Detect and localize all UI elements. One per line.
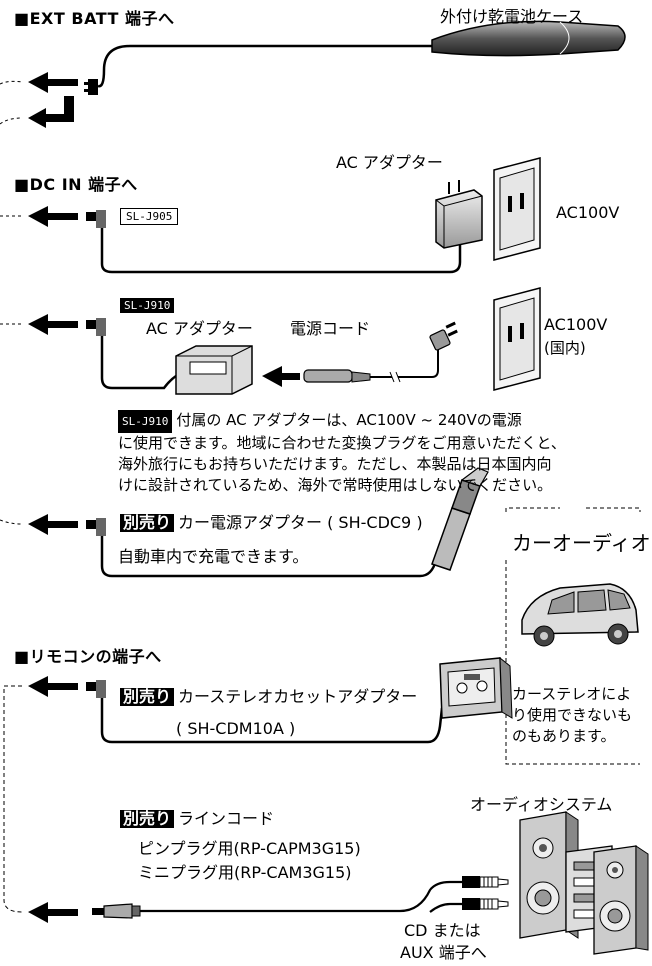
travel-ac-adapter-label: AC アダプター <box>146 319 253 338</box>
note-line-4: けに設計されているため、海外で常時使用はしないでください。 <box>118 476 553 494</box>
ac-outlet-label-2: AC100V <box>544 315 608 334</box>
optional-badge: 別売り <box>120 809 175 829</box>
arrow-left-icon <box>28 676 78 697</box>
ac-adapter-label: AC アダプター <box>336 153 443 172</box>
line-cord-connection <box>28 811 649 955</box>
power-cord-connector <box>303 369 371 383</box>
cable-model-label: SL-J905 <box>120 208 179 225</box>
car-stereo-caution: カーステレオによ り使用できないも のもあります。 <box>512 684 632 747</box>
car-connection <box>0 467 641 765</box>
ac-outlet-domestic-label: (国内) <box>544 339 586 357</box>
dc-in-heading: ■DC IN 端子へ <box>14 175 138 194</box>
caution-line-1: カーステレオによ <box>512 685 632 703</box>
dc-in-connection <box>0 157 541 274</box>
arrow-bent-icon <box>28 96 74 128</box>
cassette-adapter-label: カーステレオカセットアダプター <box>178 687 418 706</box>
remote-connection <box>3 656 513 913</box>
ext-batt-plug <box>84 79 98 95</box>
audio-system <box>519 811 649 955</box>
note-line-2: に使用できます。地域に合わせた変換プラグをご用意いただくと、 <box>118 434 566 452</box>
ac-outlet-label: AC100V <box>556 203 620 222</box>
note-line-1: 付属の AC アダプターは、AC100V ~ 240Vの電源 <box>176 411 522 429</box>
arrow-left-icon <box>262 366 300 387</box>
wall-outlet <box>493 157 541 261</box>
sl-j910-badge: SL-J910 <box>120 298 175 313</box>
power-plug <box>429 321 458 351</box>
arrow-left-icon <box>28 902 78 923</box>
mini-plug <box>92 903 141 919</box>
ac-adapter <box>435 180 483 249</box>
line-cord-row: 別売りラインコード <box>120 809 275 829</box>
caution-line-3: のもあります。 <box>512 727 616 745</box>
cassette-adapter <box>439 656 513 719</box>
arrow-left-icon <box>28 72 78 93</box>
optional-badge: 別売り <box>120 513 175 533</box>
wall-outlet <box>493 287 541 391</box>
car-charge-caption: 自動車内で充電できます。 <box>118 547 309 566</box>
remote-heading: ■リモコンの端子へ <box>14 647 162 666</box>
pin-plug-lower <box>462 898 509 910</box>
cassette-adapter-row: 別売りカーステレオカセットアダプター <box>120 687 418 707</box>
dc-plug <box>86 318 106 336</box>
power-cord-label: 電源コード <box>290 319 371 338</box>
car-adapter-label: カー電源アダプター ( SH-CDC9 ) <box>178 513 423 532</box>
cd-aux-label-2: AUX 端子へ <box>400 943 487 962</box>
dc-plug <box>86 680 106 698</box>
note-line-3: 海外旅行にもお持ちいただけます。ただし、本製品は日本国内向 <box>118 455 552 473</box>
car-audio-title: カーオーディオ <box>512 531 651 555</box>
cassette-model-label: ( SH-CDM10A ) <box>176 719 296 738</box>
arrow-left-icon <box>28 514 78 535</box>
arrow-left-icon <box>28 206 78 227</box>
pin-plug-label: ピンプラグ用(RP-CAPM3G15) <box>138 839 361 858</box>
mini-plug-label: ミニプラグ用(RP-CAM3G15) <box>138 863 352 882</box>
dc-plug <box>86 210 106 228</box>
car-illustration <box>521 583 639 647</box>
travel-adapter-connection <box>0 287 541 395</box>
line-cord-title: ラインコード <box>178 809 275 828</box>
note-badge: SL-J910 <box>118 410 173 433</box>
travel-ac-adapter <box>175 345 253 395</box>
battery-case-label: 外付け乾電池ケース <box>440 7 584 26</box>
battery-case <box>431 20 626 57</box>
cd-aux-label-1: CD または <box>404 921 481 940</box>
caution-line-2: り使用できないも <box>512 706 633 724</box>
car-adapter-row: 別売りカー電源アダプター ( SH-CDC9 ) <box>120 513 423 533</box>
arrow-left-icon <box>28 314 78 335</box>
audio-system-label: オーディオシステム <box>470 795 613 814</box>
pin-plug-upper <box>462 876 509 888</box>
optional-badge: 別売り <box>120 687 175 707</box>
car-power-adapter <box>431 467 489 571</box>
dc-plug <box>86 518 106 536</box>
ext-batt-connection <box>0 20 626 128</box>
ext-batt-heading: ■EXT BATT 端子へ <box>14 9 175 28</box>
